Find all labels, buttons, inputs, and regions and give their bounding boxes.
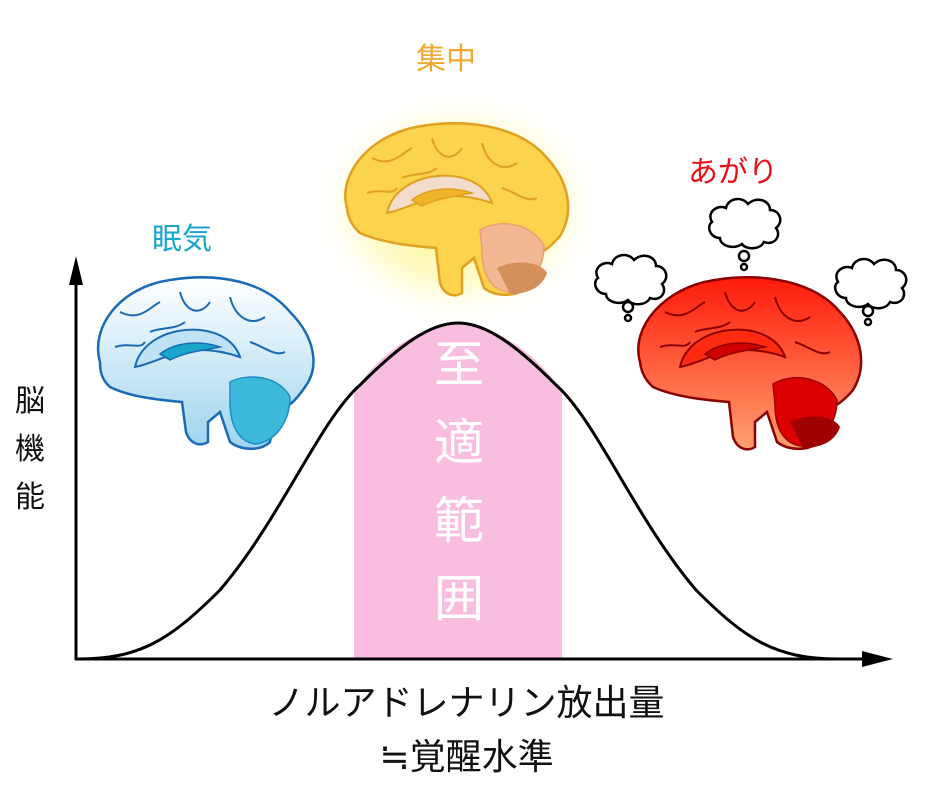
y-axis-arrow-icon [69,256,83,285]
x-axis-label-line1: ノルアドレナリン放出量 [268,683,665,724]
y-axis [69,256,83,660]
thought-bubble-icon [708,197,782,272]
optimal-range-label-char: 適 [434,414,484,472]
inverted-u-curve [77,321,839,661]
stage-fright-brain-icon [637,276,863,451]
optimal-range-label-char: 囲 [434,570,484,628]
focus-label: 集中 [416,42,476,77]
x-axis-arrow-icon [862,651,893,667]
thought-bubble-icon [594,253,668,323]
x-axis [75,651,893,667]
optimal-range-label-char: 範 [434,492,484,550]
y-axis-label-char: 機 [15,432,45,467]
stage-fright-label: あがり [688,155,778,190]
y-axis-label: 脳 機 能 [10,387,50,513]
x-axis-label-line2: ≒覚醒水準 [379,737,554,778]
sleepy-brain-icon [96,276,315,450]
sleepy-label: 眠気 [152,222,212,257]
y-axis-label-char: 能 [15,480,45,515]
optimal-range-label: 至 適 範 囲 [404,340,514,624]
optimal-range-label-char: 至 [434,336,484,394]
thought-bubble-icon [834,257,908,327]
y-axis-label-char: 脳 [15,384,45,419]
focus-brain-icon [344,122,570,297]
optimal-range-band [354,323,562,659]
